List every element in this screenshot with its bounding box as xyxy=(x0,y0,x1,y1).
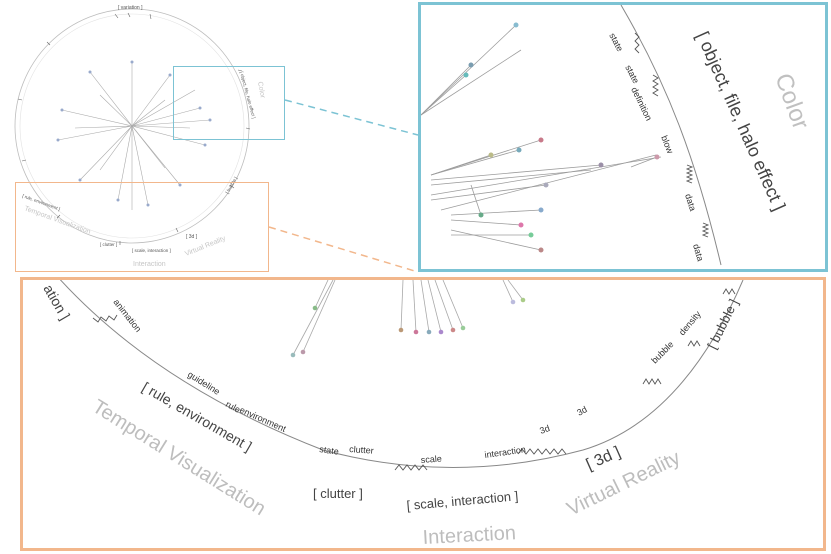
inset-temporal-ring-label-scale: [ scale, interaction ] xyxy=(406,488,519,513)
inset-temporal-word: state xyxy=(319,444,340,457)
overview-ring-label-3d: [ 3d ] xyxy=(186,234,198,240)
overview-inner-ring xyxy=(19,13,245,239)
inset-temporal-word: bubble xyxy=(649,339,675,365)
inset-color-word: data xyxy=(683,193,698,213)
overview-ring-label-variation: [ variation ] xyxy=(118,5,143,11)
inset-temporal-ring xyxy=(59,280,744,468)
inset-temporal-word: interaction xyxy=(484,444,527,460)
inset-color-nodes xyxy=(463,22,660,253)
inset-color-word: definition xyxy=(629,85,654,122)
overview-nodes xyxy=(56,60,212,207)
overview-ring xyxy=(14,8,250,244)
inset-temporal-cluster-interaction: Interaction xyxy=(422,522,516,548)
inset-temporal-branches xyxy=(292,280,524,356)
inset-color-svg: state state definition blow data data [ … xyxy=(421,5,814,266)
inset-color-cluster-label: Color xyxy=(769,70,814,133)
selection-box-temporal[interactable] xyxy=(15,182,269,272)
inset-temporal-zoom: animation guideline rule environment sta… xyxy=(20,277,826,551)
inset-temporal-word: density xyxy=(677,309,703,338)
inset-temporal-zigzags xyxy=(92,288,736,471)
inset-temporal-word: environment xyxy=(238,405,288,434)
inset-temporal-word: 3d xyxy=(575,404,589,418)
inset-temporal-word: 3d xyxy=(538,423,551,436)
inset-color-ring-label: [ object, file, halo effect ] xyxy=(692,28,789,213)
inset-temporal-svg: animation guideline rule environment sta… xyxy=(40,280,744,548)
overview-ring-label-scale: [ scale, interaction ] xyxy=(132,248,171,253)
overview-ring-label-clutter: [ clutter ] xyxy=(100,242,117,247)
inset-color-ring xyxy=(620,5,722,266)
inset-color-word: state xyxy=(623,63,641,85)
overview-radial-tree: [ variation ] [ object, file, halo effec… xyxy=(0,0,300,280)
inset-color-zigzags xyxy=(634,32,710,238)
inset-color-word: data xyxy=(691,243,705,263)
selection-box-color[interactable] xyxy=(173,66,285,140)
connector-blue xyxy=(284,99,419,136)
overview-cluster-interaction: Interaction xyxy=(133,261,166,268)
overview-ring-ticks xyxy=(17,12,251,245)
overview-branches xyxy=(57,62,211,210)
inset-color-word: state xyxy=(607,31,625,53)
inset-temporal-word: clutter xyxy=(349,444,374,456)
overview-cluster-color: Color xyxy=(256,81,266,99)
inset-temporal-word: scale xyxy=(420,454,442,465)
inset-color-branches xyxy=(421,24,662,251)
overview-svg: [ variation ] [ object, file, halo effec… xyxy=(14,5,266,268)
inset-temporal-cluster-vr: Virtual Reality xyxy=(564,447,684,521)
inset-temporal-ring-label-clutter: [ clutter ] xyxy=(313,486,363,501)
inset-temporal-ring-label-bubble: [ bubble ] xyxy=(704,297,741,352)
inset-color-zoom: state state definition blow data data [ … xyxy=(418,2,828,272)
inset-temporal-nodes xyxy=(290,297,526,358)
inset-color-word: blow xyxy=(659,134,675,155)
connector-orange xyxy=(268,226,419,273)
